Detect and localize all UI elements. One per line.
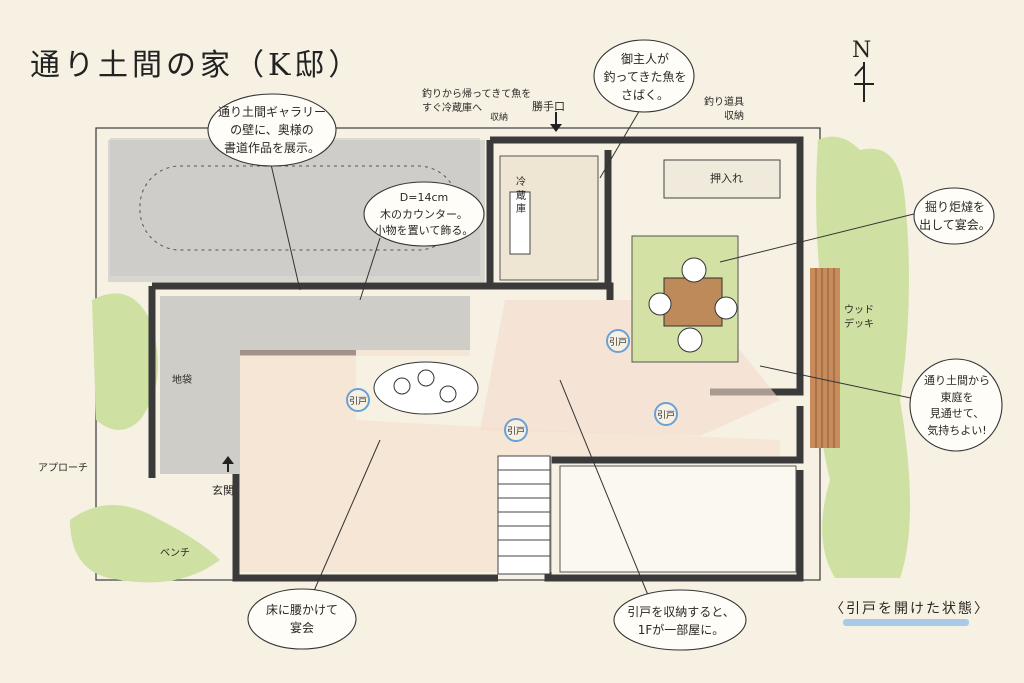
sliding-door-marker: 引戸 [606, 329, 630, 353]
bubble-sliding-door: 引戸を収納すると、1Fが一部屋に。 [627, 605, 735, 637]
north-indicator: N [852, 40, 876, 107]
label-entrance: 玄関 [212, 484, 234, 497]
kotatsu-table [663, 277, 723, 327]
label-closet: 押入れ [710, 172, 743, 185]
label-fridge: 冷蔵庫 [516, 177, 526, 215]
bubble-gallery: 通り土間ギャラリーの壁に、奥様の書道作品を展示。 [217, 105, 326, 155]
bubble-fish: 御主人が釣ってきた魚をさばく。 [603, 52, 687, 102]
caption-underline [843, 619, 969, 626]
site-boundary [95, 127, 821, 581]
north-arrow-icon [854, 62, 874, 102]
page-title: 通り土間の家（K邸） [30, 48, 363, 83]
label-ground-storage: 地袋 [172, 375, 192, 386]
seated-people [648, 257, 738, 353]
caption-open-doors: 〈引戸を開けた状態〉 [830, 601, 990, 617]
east-garden [816, 136, 910, 578]
label-wood-deck: ウッドデッキ [844, 305, 874, 330]
speech-bubbles [207, 39, 1003, 651]
label-fridge-note: 釣りから帰ってきて魚をすぐ冷蔵庫へ [422, 89, 532, 114]
bubble-garden: 通り土間から東庭を見通せて、気持ちよい! [924, 374, 990, 437]
sliding-door-marker: 引戸 [346, 388, 370, 412]
west-tree [92, 293, 158, 430]
south-room [559, 465, 797, 573]
earthen-floor [160, 296, 470, 474]
label-kitchen-door: 勝手口 [532, 100, 565, 113]
bubble-hearth: 掘り炬燵を出して宴会。 [919, 200, 991, 232]
wood-deck [810, 268, 840, 448]
sliding-door-marker: 引戸 [654, 402, 678, 426]
sliding-door-marker: 引戸 [504, 418, 528, 442]
label-storage-note: 収納 [490, 113, 509, 123]
dining-table [373, 361, 479, 415]
leader-lines [269, 95, 931, 601]
south-west-tree [70, 505, 220, 583]
closet [663, 159, 781, 199]
staircase [497, 455, 551, 575]
fridge-box [509, 191, 531, 255]
north-label: N [852, 38, 872, 63]
bubble-floor-seating: 床に腰かけて宴会 [265, 603, 338, 635]
label-fishing-gear: 釣り道具収納 [704, 97, 744, 122]
label-approach: アプローチ [38, 463, 88, 474]
label-bench: ベンチ [160, 548, 190, 559]
